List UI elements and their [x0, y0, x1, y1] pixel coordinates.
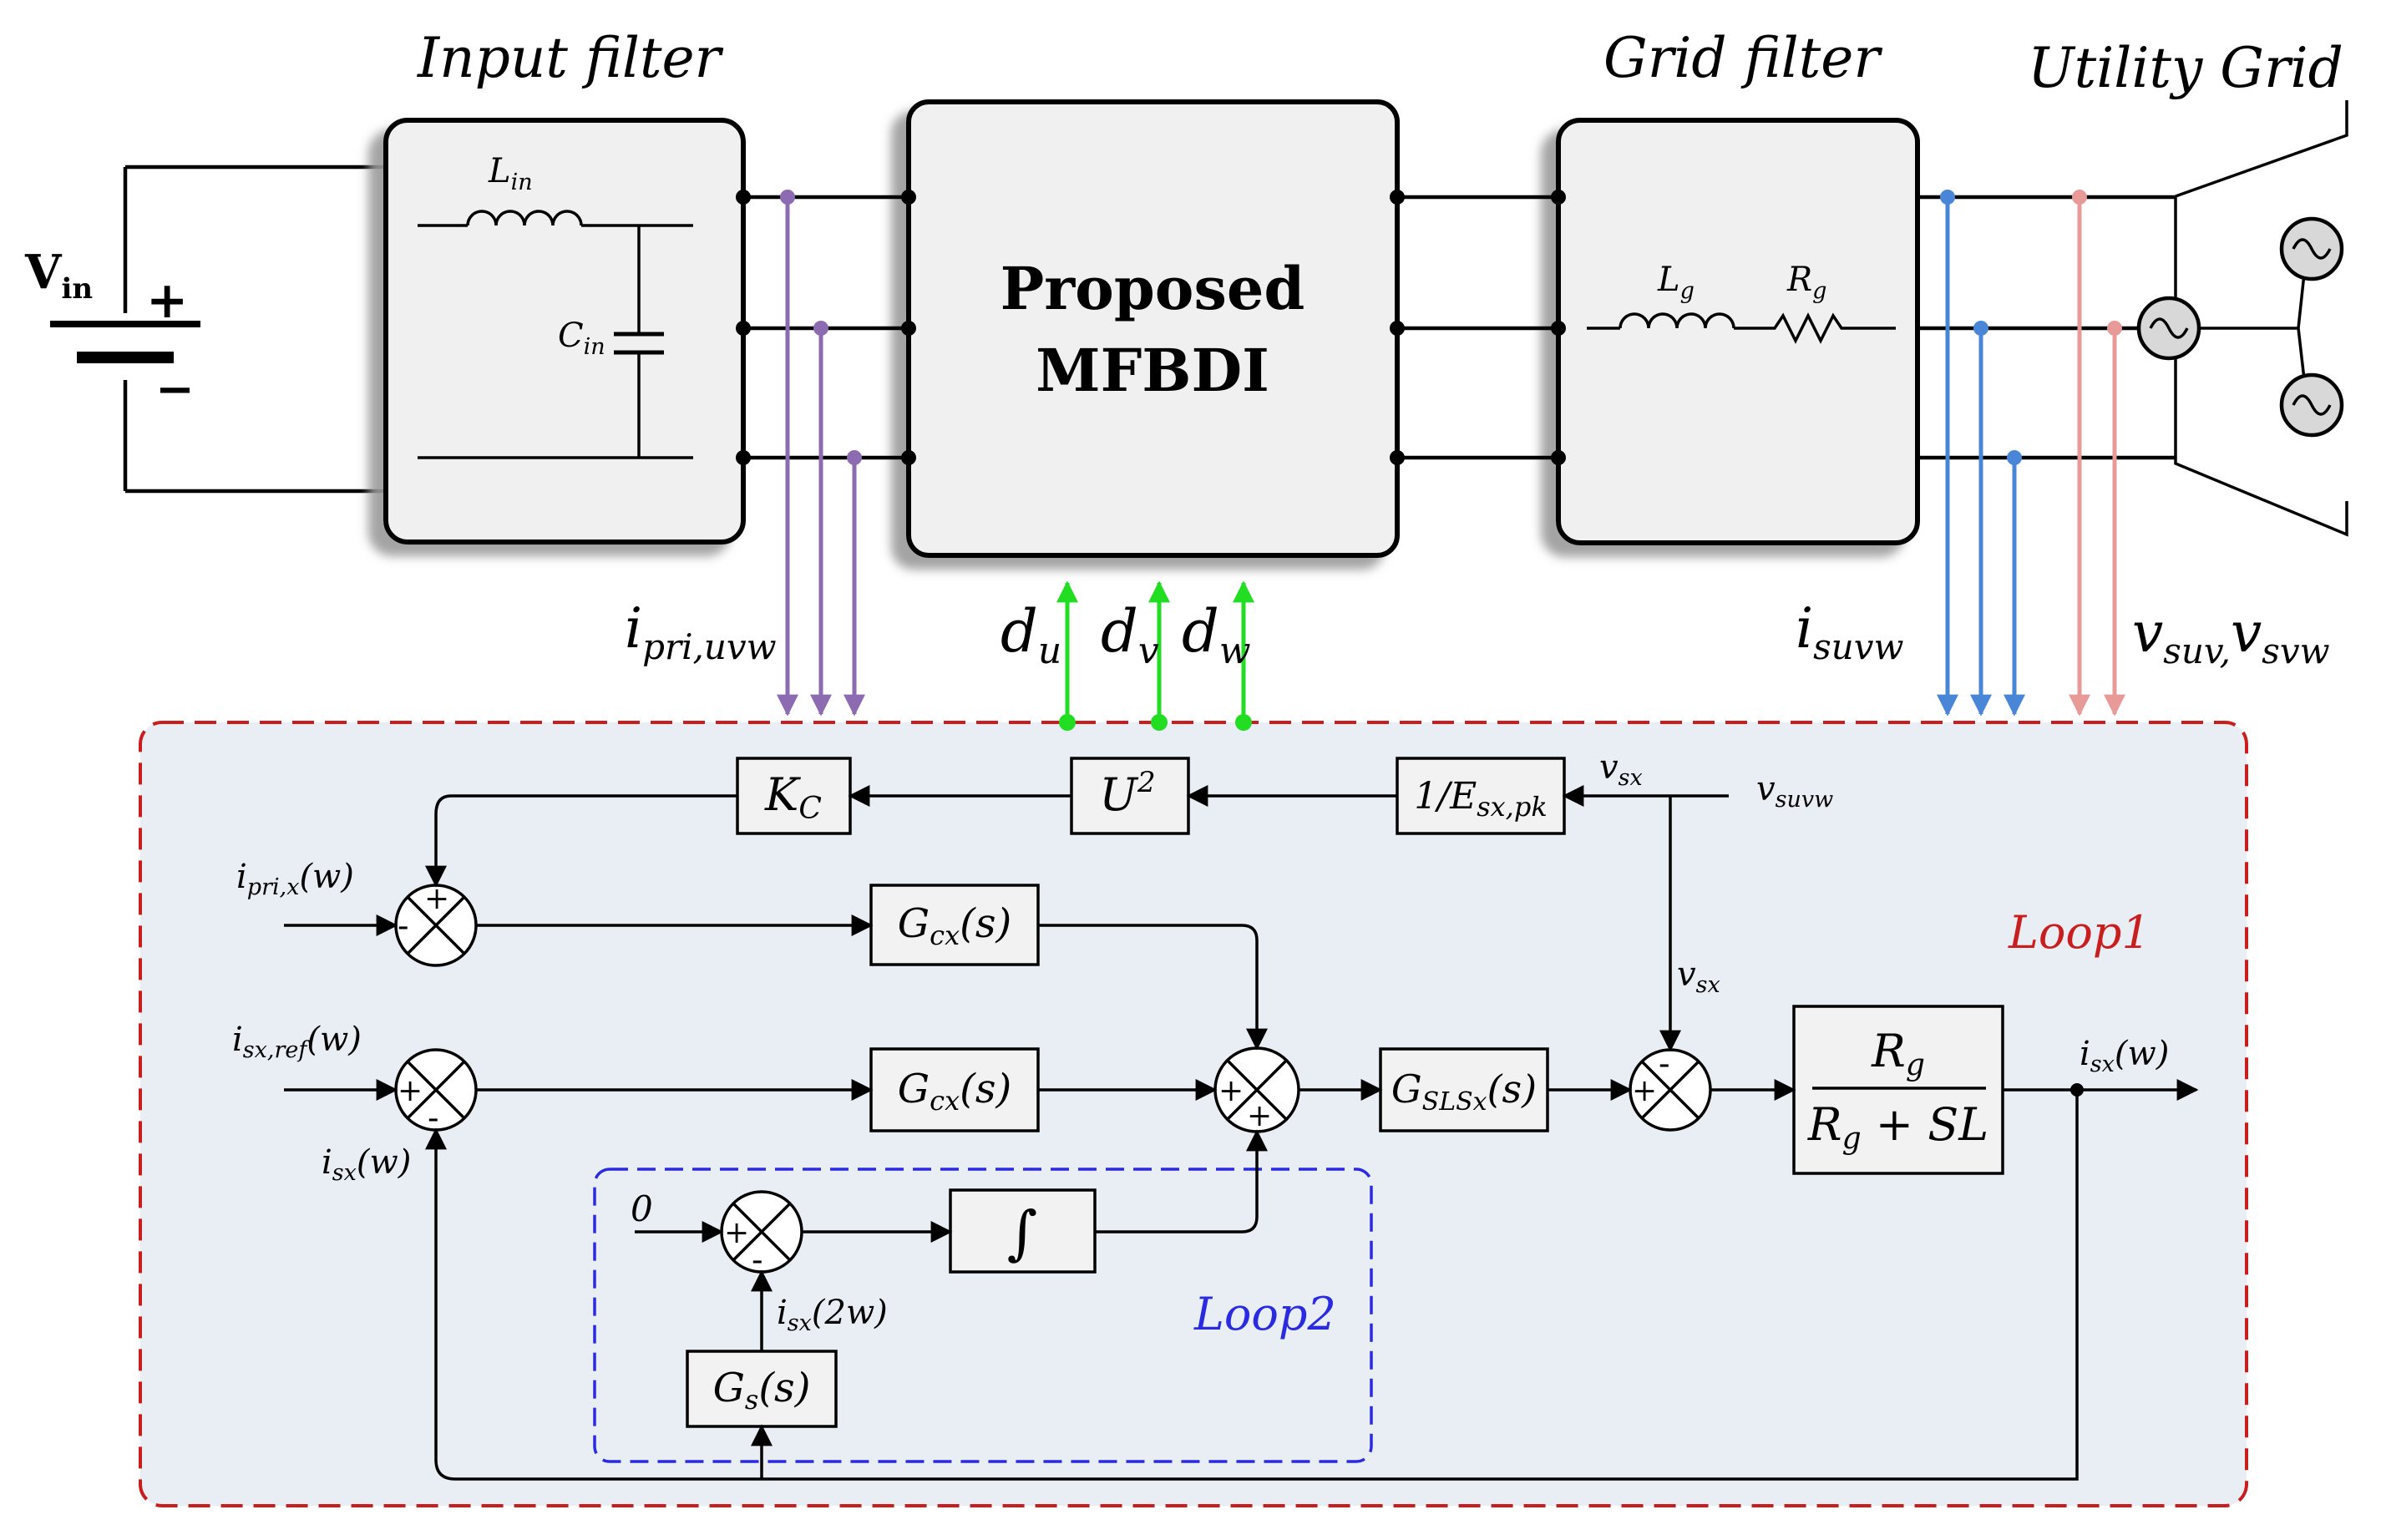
inverter-line1: Proposed: [1001, 254, 1305, 323]
inverter-line2: MFBDI: [1036, 336, 1269, 405]
lg-label: Lg: [1657, 261, 1695, 304]
i-suvw-label: isuvw: [1796, 596, 1903, 667]
isx-ref-label: isx,ref(w): [232, 1021, 362, 1063]
source-minus: −: [155, 362, 195, 417]
grid-filter-title: Grid filter: [1603, 26, 1882, 90]
isx-out-label: isx(w): [2080, 1035, 2169, 1077]
svg-text:+: +: [1632, 1074, 1657, 1108]
dc-source: Vin + −: [24, 165, 386, 494]
input-filter: Input filter Lin Cin: [383, 26, 746, 545]
gcx1-block: [869, 884, 1040, 966]
gs-block: [686, 1350, 838, 1428]
v-s-label: vsuv,vsvw: [2132, 600, 2330, 671]
vsx-mid-label: vsx: [1677, 955, 1720, 998]
control-wiring: [284, 785, 2199, 1481]
kc-block: [736, 757, 852, 835]
isx-fb-label: isx(w): [322, 1143, 411, 1186]
svg-text:+: +: [398, 1074, 423, 1108]
gslsx-block: [1379, 1047, 1549, 1132]
du-label: du: [1001, 597, 1061, 672]
svg-text:Gcx(s): Gcx(s): [898, 1066, 1011, 1117]
lin-label: Lin: [488, 152, 533, 195]
vin-label: Vin: [24, 245, 93, 306]
svg-text:+: +: [1247, 1099, 1272, 1133]
plant-numerator: Rg: [1871, 1025, 1925, 1082]
svg-text:1/Esx,pk: 1/Esx,pk: [1414, 775, 1547, 823]
control-labels: vsx vsuvw ipri,x(w) vsx isx,ref(w) isx(w…: [232, 748, 2169, 1340]
isx-2w-label: isx(2w): [777, 1294, 888, 1336]
loop1-label: Loop1: [2008, 906, 2150, 959]
vsuvw-label: vsuvw: [1756, 770, 1833, 813]
sum-main: + +: [1213, 1046, 1300, 1133]
grid-filter: Grid filter Lg Rg: [1556, 26, 1920, 545]
input-filter-title: Input filter: [417, 26, 724, 90]
svg-text:+: +: [424, 882, 449, 916]
primary-current-sense: ipri,uvw: [625, 190, 865, 717]
svg-text:GSLSx(s): GSLSx(s): [1391, 1066, 1537, 1117]
control-loop2-region: [593, 1168, 1373, 1463]
utility-grid: Utility Grid: [2028, 36, 2348, 537]
dv-label: dv: [1101, 597, 1159, 672]
svg-text:U2: U2: [1099, 766, 1155, 821]
svg-text:Gs(s): Gs(s): [713, 1365, 811, 1416]
source-plus: +: [146, 271, 188, 330]
dw-label: dw: [1182, 597, 1250, 672]
svg-text:+: +: [724, 1216, 749, 1250]
control-loop1-region: [139, 721, 2248, 1507]
plant-block: [1792, 1005, 2004, 1175]
svg-text:-: -: [398, 907, 409, 945]
grid-filter-box: [1556, 118, 1920, 545]
control-blocks: KC U2 1/Esx,pk Gcx(s) Gcx(s) GSLSx(s) Rg…: [686, 757, 2004, 1428]
svg-text:+: +: [1218, 1074, 1244, 1108]
utility-grid-title: Utility Grid: [2028, 36, 2343, 100]
loop2-label: Loop2: [1193, 1288, 1336, 1340]
grid-voltage-sense: vsuv,vsvw: [2069, 190, 2330, 717]
rg-label: Rg: [1786, 261, 1826, 304]
plant-denominator: Rg + SL: [1807, 1098, 1988, 1156]
svg-text:-: -: [1659, 1045, 1670, 1083]
zero-ref-label: 0: [631, 1188, 653, 1229]
svg-text:∫: ∫: [1007, 1198, 1037, 1267]
svg-text:Gcx(s): Gcx(s): [898, 900, 1011, 951]
ipri-x-label: ipri,x(w): [236, 858, 354, 900]
i-pri-uvw-label: ipri,uvw: [625, 596, 777, 667]
u2-block: [1070, 757, 1190, 835]
cin-label: Cin: [558, 317, 605, 360]
inverter-block: Proposed MFBDI: [906, 99, 1400, 558]
vsx-top-label: vsx: [1599, 748, 1643, 791]
grid-current-sense: isuvw: [1796, 190, 2025, 717]
svg-text:KC: KC: [764, 768, 822, 826]
inverter-box: [906, 99, 1400, 558]
duty-signals: du dv dw: [1001, 580, 1254, 731]
